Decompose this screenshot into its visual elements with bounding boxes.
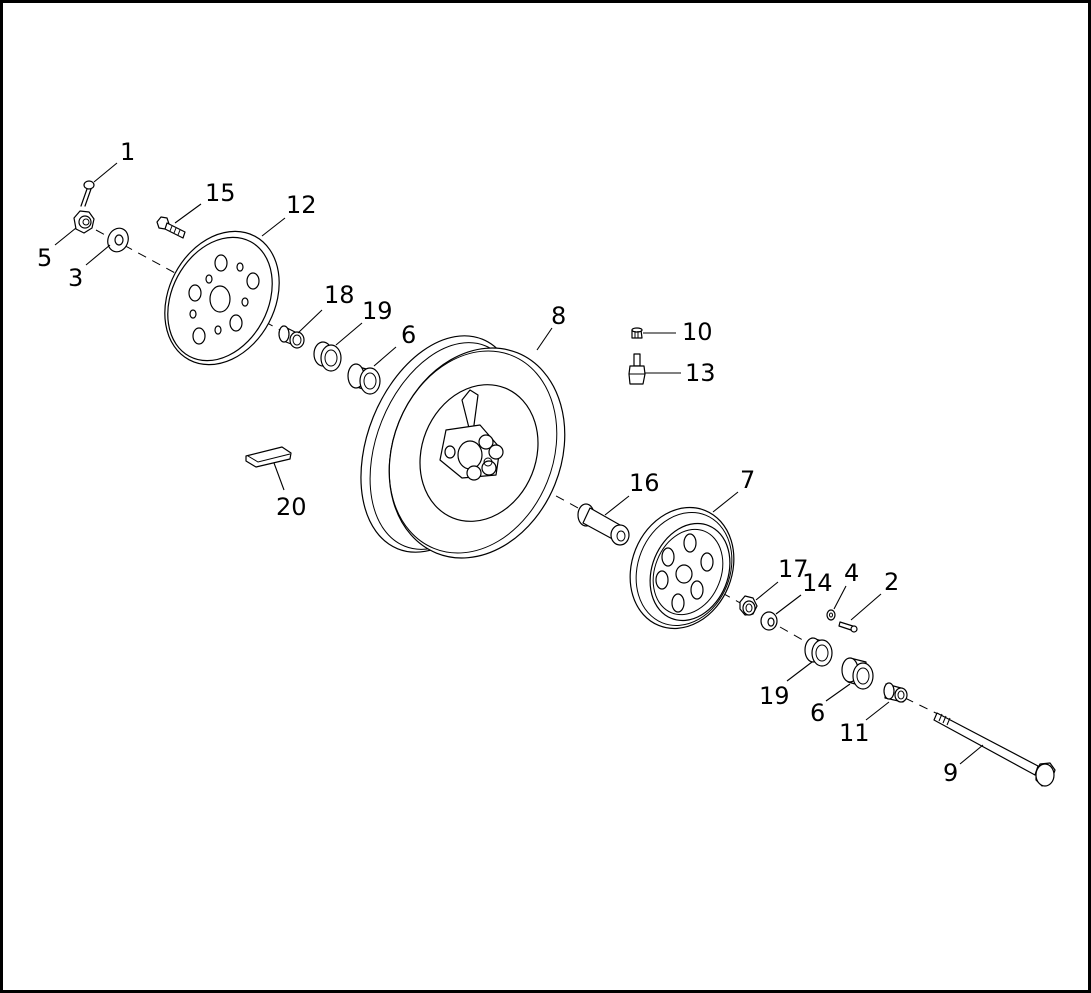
- rubber-pad: [245, 446, 292, 468]
- leader-12: [261, 217, 286, 237]
- callout-8: 8: [551, 302, 566, 330]
- valve-stem: [628, 353, 646, 385]
- leader-lines: [54, 162, 984, 765]
- axle-spacer-left: [347, 363, 381, 395]
- callout-10: 10: [682, 318, 713, 346]
- callout-7: 7: [740, 466, 755, 494]
- valve-cap: [631, 327, 643, 339]
- sprocket-bolt: [156, 216, 186, 239]
- callout-19b: 19: [759, 682, 790, 710]
- drive-sprocket: [629, 506, 735, 630]
- callout-14: 14: [802, 569, 833, 597]
- leader-15: [174, 203, 202, 224]
- leader-14: [775, 594, 802, 615]
- leader-8: [536, 327, 553, 351]
- leader-4: [833, 585, 847, 610]
- callout-9: 9: [943, 759, 958, 787]
- leader-17: [755, 581, 779, 601]
- leader-11: [865, 701, 890, 721]
- callout-6b: 6: [810, 699, 825, 727]
- callout-labels: 1 2 3 4 5 6 6 7 8 9 10 11 12 13 14 15 16…: [37, 138, 958, 787]
- leader-16: [604, 495, 630, 516]
- callout-13: 13: [685, 359, 716, 387]
- callout-20: 20: [276, 493, 307, 521]
- rear-axle: [933, 712, 1056, 787]
- flange-nut: [739, 595, 758, 616]
- callout-19a: 19: [362, 297, 393, 325]
- leader-6b: [825, 683, 851, 702]
- leader-20: [273, 462, 285, 491]
- callout-2: 2: [884, 568, 899, 596]
- leader-7: [712, 491, 739, 513]
- lock-washer: [760, 611, 778, 631]
- leader-19a: [335, 322, 363, 346]
- spacer: [278, 325, 305, 349]
- leader-9: [959, 744, 984, 765]
- leader-6a: [373, 346, 397, 367]
- callout-16: 16: [629, 469, 660, 497]
- leader-2: [850, 593, 882, 621]
- leader-18: [297, 309, 323, 334]
- callout-5: 5: [37, 244, 52, 272]
- callout-6a: 6: [401, 321, 416, 349]
- leader-5: [54, 227, 77, 246]
- callout-15: 15: [205, 179, 236, 207]
- castle-nut: [73, 210, 95, 234]
- inner-spacer: [577, 503, 630, 546]
- callout-18: 18: [324, 281, 355, 309]
- wheel-bearing-left: [313, 341, 342, 372]
- callout-11: 11: [839, 719, 870, 747]
- callout-3: 3: [68, 264, 83, 292]
- small-screw: [838, 621, 858, 633]
- cotter-pin: [80, 180, 95, 207]
- axle-adjuster: [883, 682, 908, 703]
- callout-12: 12: [286, 191, 317, 219]
- washer: [107, 227, 129, 253]
- small-washer: [826, 609, 836, 621]
- brake-disc: [164, 230, 280, 366]
- callout-1: 1: [120, 138, 135, 166]
- leader-1: [93, 162, 118, 183]
- axle-spacer-right: [841, 657, 874, 690]
- wheel-bearing-right: [804, 637, 833, 667]
- leader-19b: [786, 661, 813, 682]
- callout-17: 17: [778, 555, 809, 583]
- rear-wheel: [360, 335, 566, 559]
- callout-4: 4: [844, 559, 859, 587]
- leader-3: [85, 244, 111, 266]
